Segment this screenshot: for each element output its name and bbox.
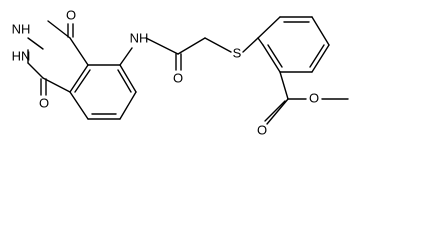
bond (117, 69, 132, 93)
bond (177, 37, 206, 55)
carbonyl-bonds-ring (40, 23, 74, 96)
bond (27, 62, 44, 79)
bond (69, 91, 89, 120)
methyl-ester (264, 71, 349, 125)
nh-upper-label: NH (12, 21, 31, 36)
bond (69, 64, 89, 93)
bond (267, 44, 283, 68)
bond (242, 37, 259, 53)
bond (309, 44, 325, 68)
amide-linker (119, 37, 232, 71)
bond (74, 69, 91, 93)
bond (27, 37, 44, 50)
bond (69, 37, 89, 66)
benzoate-ring (242, 16, 330, 73)
fused-benzene-ring (69, 64, 137, 120)
bond (204, 37, 232, 53)
bond (264, 100, 286, 122)
molecule-structure: NH HN O O NH O S O O (12, 7, 349, 137)
atom-labels: NH HN O O NH O S O O (12, 7, 319, 137)
bond (145, 37, 179, 55)
bond (262, 44, 281, 73)
bond (47, 20, 71, 39)
bond (257, 37, 264, 46)
bond (119, 47, 133, 66)
bond (42, 77, 71, 93)
bond (119, 91, 137, 120)
bond (279, 71, 289, 100)
s-thioether-label: S (233, 45, 242, 60)
bond (119, 64, 137, 93)
bond (311, 16, 330, 46)
o-ester-carbonyl-label: O (257, 122, 267, 137)
hn-lower-label: HN (12, 48, 31, 63)
o-top-label: O (66, 7, 76, 22)
phthalazinedione-ring (27, 20, 89, 93)
o-bottom-label: O (39, 95, 49, 110)
o-ester-label: O (309, 90, 319, 105)
bond (257, 16, 281, 39)
bond (311, 44, 330, 73)
bond (266, 98, 289, 125)
o-amide-label: O (173, 70, 183, 85)
nh-amide-label: NH (130, 30, 149, 45)
